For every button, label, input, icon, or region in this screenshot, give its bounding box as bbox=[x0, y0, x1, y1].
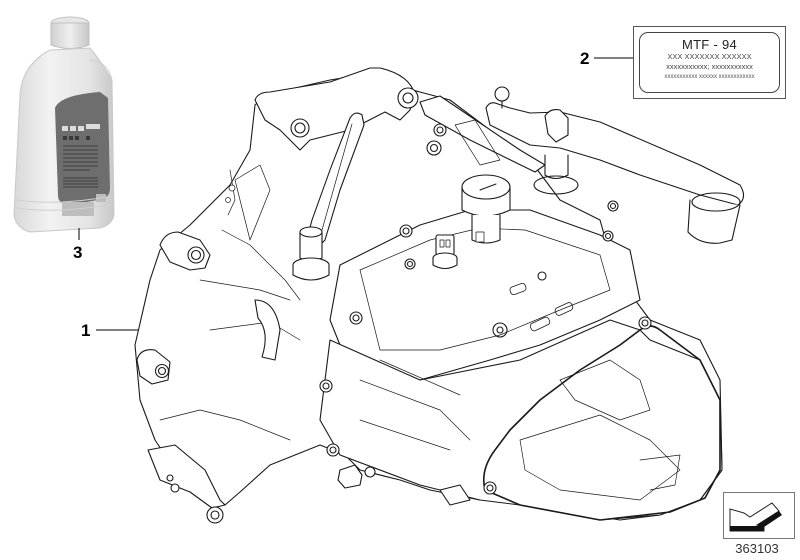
oil-label-line-3: xxxxxxxxxxx xxxxxx xxxxxxxxxxxx bbox=[664, 74, 755, 80]
back-arrow-icon bbox=[729, 502, 782, 532]
oil-label-line-1: XXX XXXXXXX XXXXXX bbox=[667, 52, 752, 61]
back-navigation-button[interactable] bbox=[723, 492, 795, 539]
callout-number-2[interactable]: 2 bbox=[580, 49, 590, 68]
oil-label-inner: MTF - 94 XXX XXXXXXX XXXXXX xxxxxxxxxxx;… bbox=[639, 32, 780, 93]
oil-label-line-2: xxxxxxxxxxx; xxxxxxxxxxx bbox=[666, 62, 753, 71]
transmission-assembly[interactable] bbox=[134, 67, 745, 524]
oil-label-plate[interactable]: MTF - 94 XXX XXXXXXX XXXXXX xxxxxxxxxxx;… bbox=[633, 26, 786, 99]
oil-label-title: MTF - 94 bbox=[681, 37, 738, 52]
diagram-reference-number: 363103 bbox=[735, 541, 779, 556]
callout-number-1[interactable]: 1 bbox=[81, 321, 91, 340]
callout-number-3[interactable]: 3 bbox=[73, 243, 83, 262]
oil-bottle[interactable] bbox=[13, 16, 115, 233]
